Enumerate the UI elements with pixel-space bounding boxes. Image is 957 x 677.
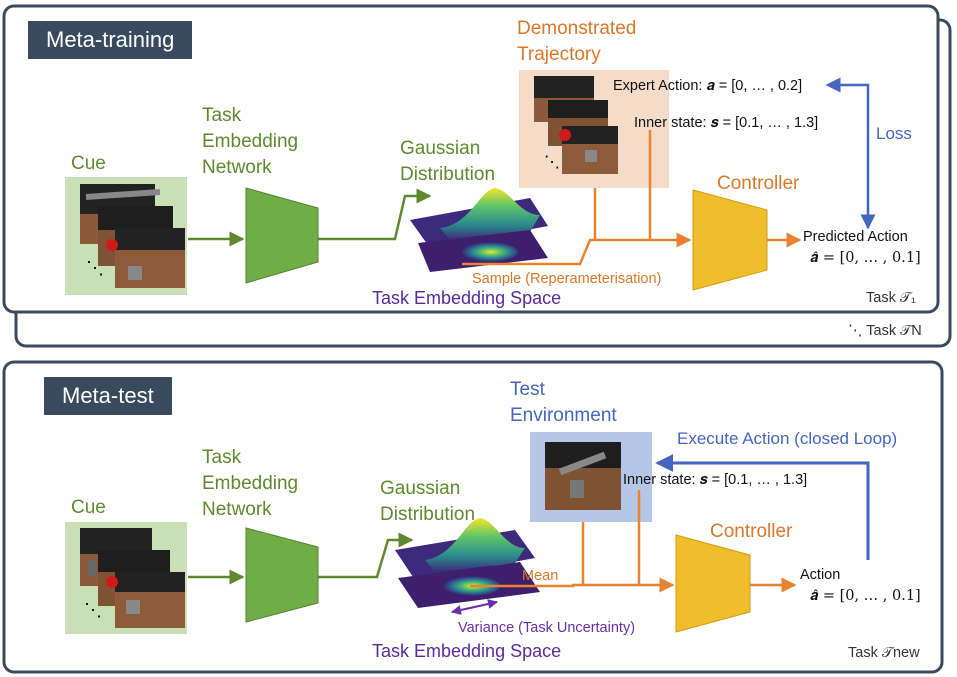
action-label: Action: [800, 567, 841, 583]
task-embedding-space-label: Task Embedding Space: [372, 288, 562, 308]
network-label-test-3: Network: [202, 499, 272, 520]
sample-to-controller-arrow: [462, 232, 692, 266]
task-embedding-space-label-test: Task Embedding Space: [372, 641, 562, 661]
cue-label: Cue: [71, 153, 106, 174]
task-1-label: Task 𝒯₁: [866, 290, 916, 306]
gaussian-plot-top: [410, 188, 548, 248]
gaussian-label-2: Distribution: [400, 164, 496, 185]
trajectory-frames: [534, 76, 618, 174]
test-environment-frame: [545, 442, 621, 510]
network-to-gaussian-arrow-test: [318, 532, 414, 579]
task-embedding-network-shape: [245, 187, 319, 284]
sample-label: Sample (Reperameterisation): [472, 271, 662, 287]
variance-label: Variance (Task Uncertainty): [458, 620, 636, 636]
inner-state-text: Inner state: 𝒔 = [0.1, … , 1.3]: [634, 115, 819, 131]
cue-ellipsis-test: ⋱: [84, 600, 102, 620]
network-label-2: Embedding: [202, 131, 299, 152]
variance-arrow: [451, 599, 498, 615]
gaussian-label-test-2: Distribution: [380, 504, 476, 525]
network-label-1: Task: [202, 105, 242, 126]
execute-action-arrow: [655, 454, 870, 560]
network-label-test-2: Embedding: [202, 473, 299, 494]
network-label-test-1: Task: [202, 447, 242, 468]
env-label-1: Test: [510, 379, 545, 400]
env-label-2: Environment: [510, 405, 617, 426]
cue-ellipsis: ⋱: [86, 258, 104, 278]
task-n-dots: ⋱: [848, 323, 863, 339]
loss-arrow: [825, 77, 876, 230]
predicted-action-label: Predicted Action: [803, 229, 908, 245]
mean-label: Mean: [522, 568, 559, 584]
trajectory-ellipsis: ⋱: [544, 154, 560, 171]
execute-action-label: Execute Action (closed Loop): [677, 429, 898, 448]
mean-to-controller-arrow: [470, 577, 675, 593]
task-new-label: Task 𝒯new: [848, 645, 920, 661]
task-n-text: Task 𝒯N: [866, 323, 922, 339]
gaussian-label-1: Gaussian: [400, 138, 481, 159]
controller-shape: [692, 189, 768, 291]
cue-robot-frames-test: [80, 528, 185, 628]
loss-label: Loss: [876, 124, 912, 143]
predicted-action-value: 𝒂̂ = [0, … , 0.1]: [810, 250, 921, 266]
controller-shape-test: [675, 534, 751, 633]
inner-state-text-test: Inner state: 𝒔 = [0.1, … , 1.3]: [623, 472, 808, 488]
controller-label-test: Controller: [710, 521, 793, 542]
controller-label: Controller: [717, 173, 800, 194]
gaussian-label-test-1: Gaussian: [380, 478, 461, 499]
cue-label-test: Cue: [71, 497, 106, 518]
demo-label-2: Trajectory: [517, 44, 601, 65]
action-value: 𝒂̂ = [0, … , 0.1]: [810, 588, 921, 604]
gaussian-plot-bottom: [418, 230, 548, 272]
cue-robot-frames: [80, 184, 185, 288]
gaussian-plot-top-test: [395, 518, 535, 580]
expert-action-text: Expert Action: 𝒂 = [0, … , 0.2]: [613, 78, 803, 94]
demo-label-1: Demonstrated: [517, 18, 637, 39]
network-to-gaussian-arrow: [318, 188, 432, 241]
meta-test-title: Meta-test: [44, 377, 172, 415]
task-n-label: ⋱ Task 𝒯N: [848, 323, 922, 339]
network-label-3: Network: [202, 157, 272, 178]
task-embedding-network-shape-test: [245, 527, 319, 623]
meta-training-title: Meta-training: [28, 21, 193, 59]
